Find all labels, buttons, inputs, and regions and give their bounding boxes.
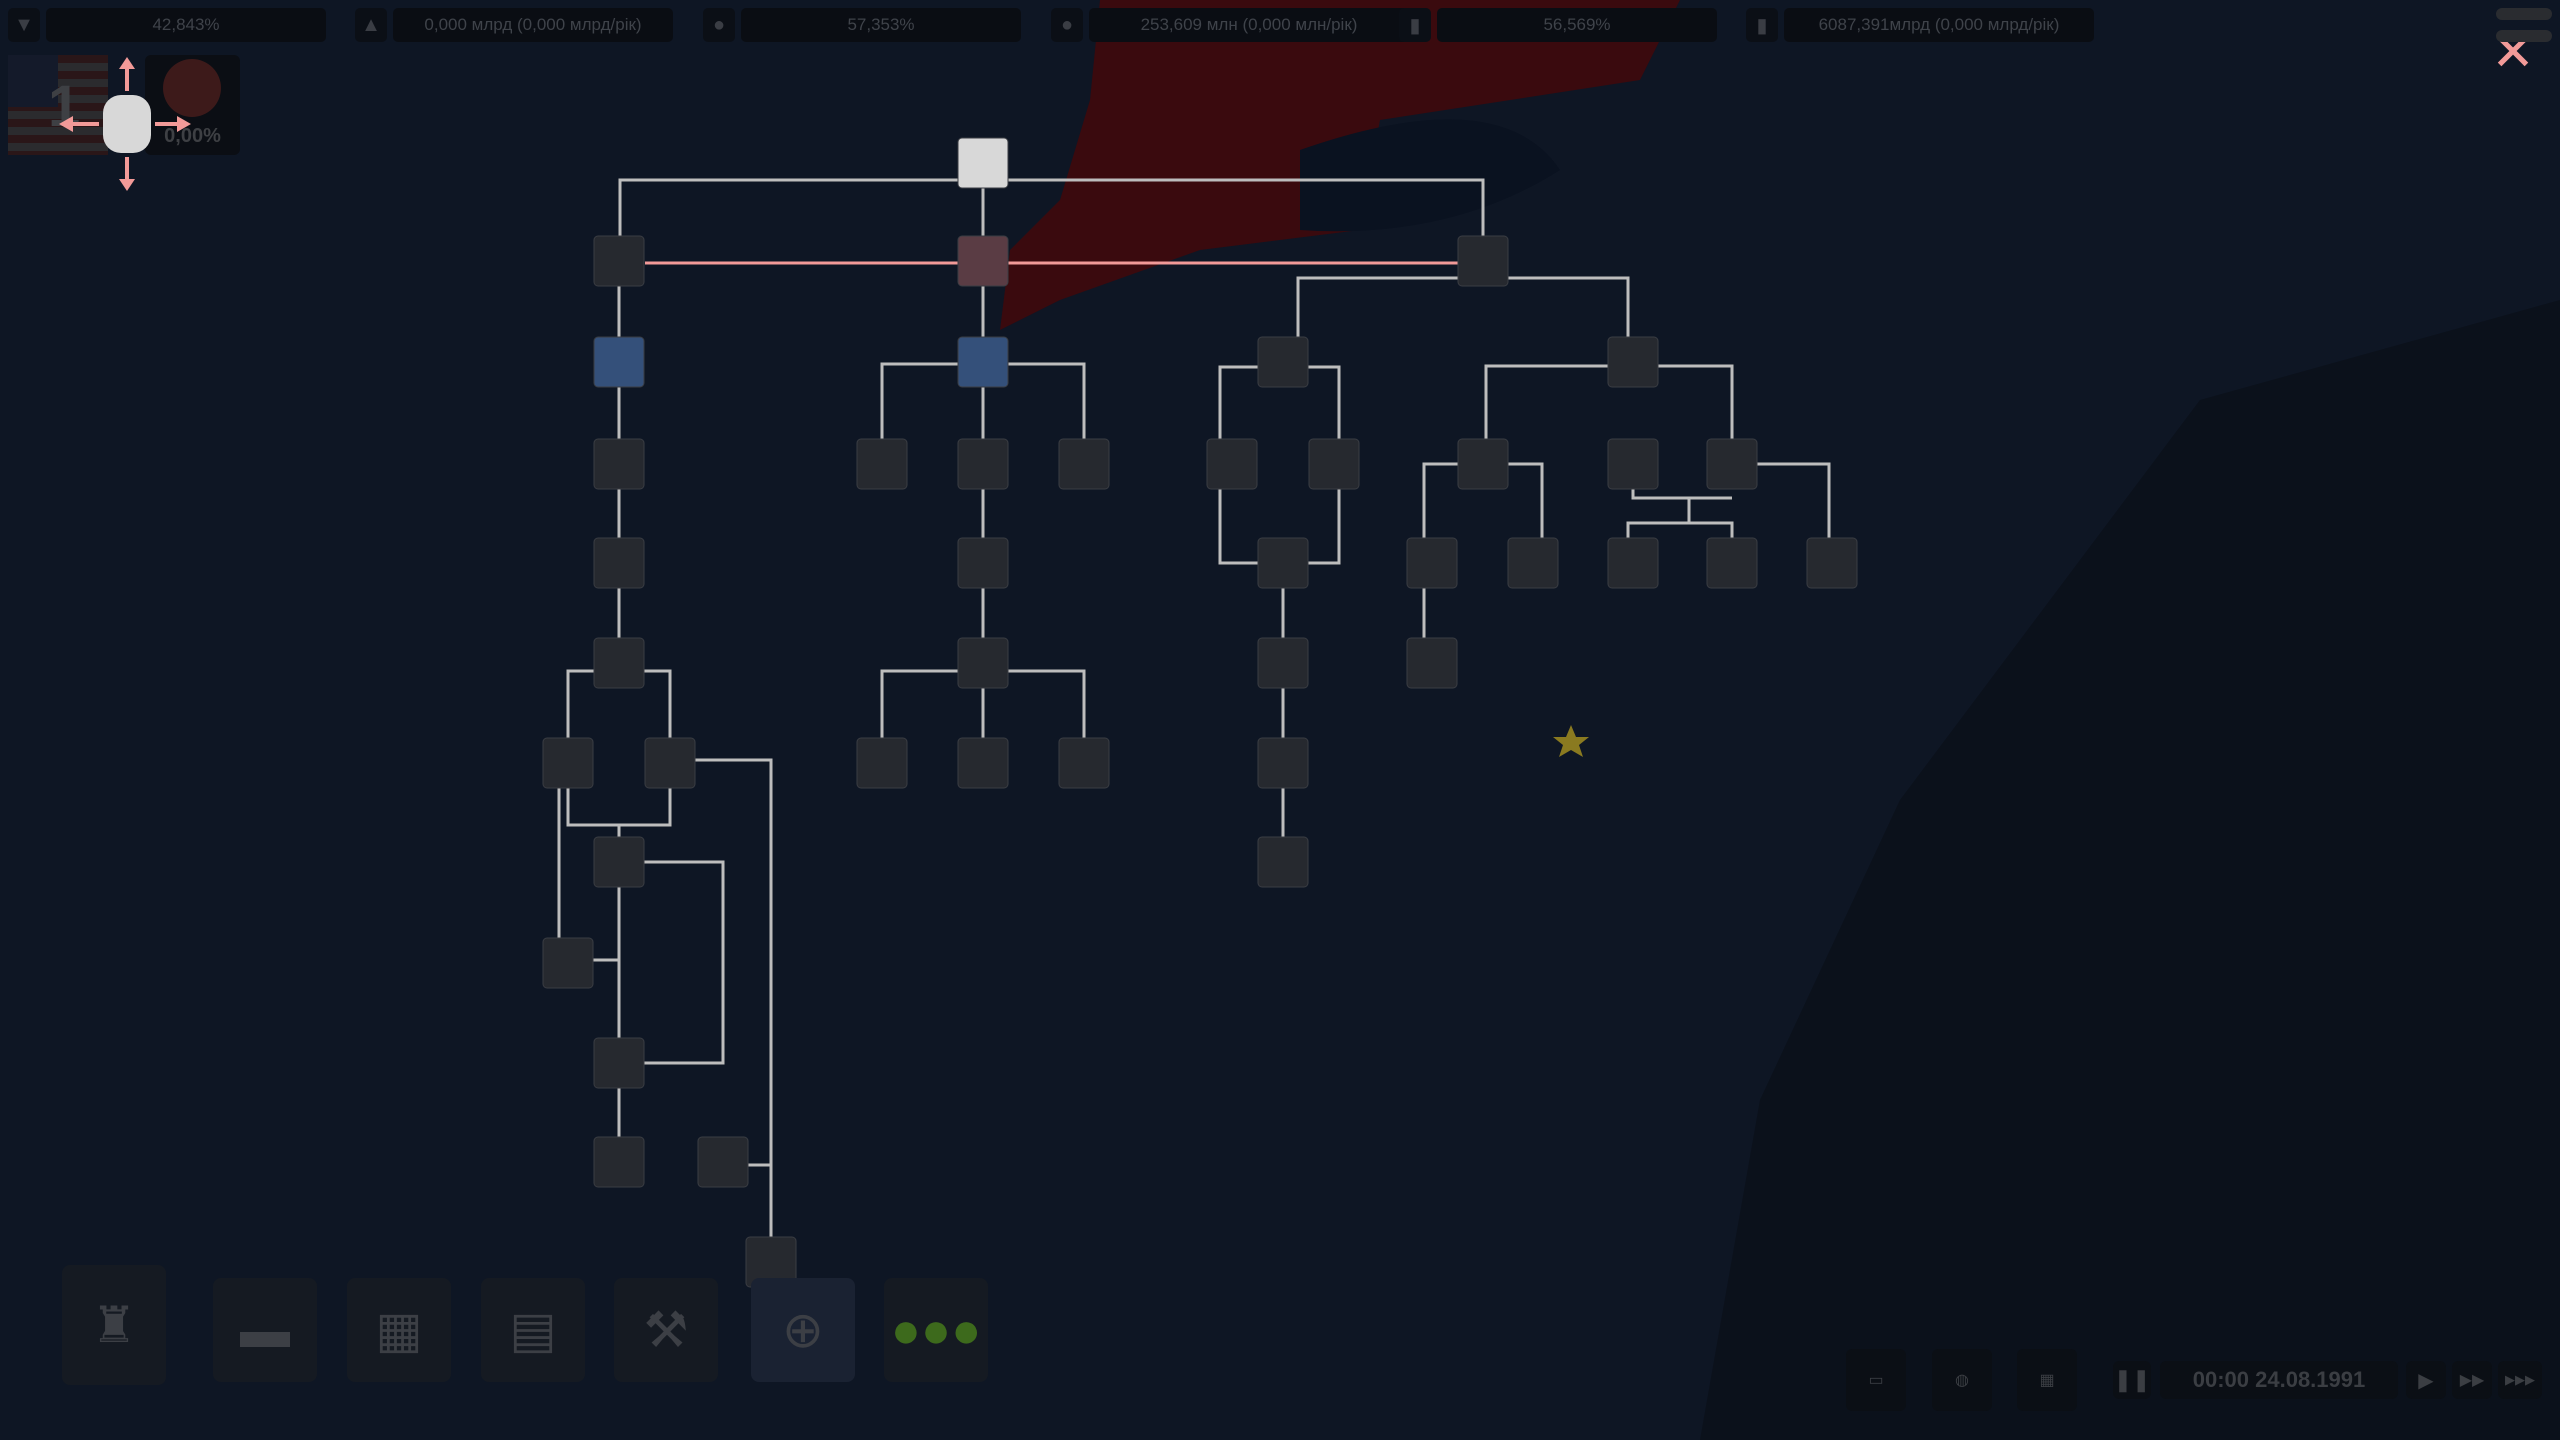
tech-tree-node[interactable] <box>1257 336 1309 388</box>
tech-tree-node[interactable] <box>957 537 1009 589</box>
leader-button[interactable]: ♜ <box>62 1265 166 1385</box>
tech-tree-node[interactable] <box>1058 737 1110 789</box>
map-button[interactable]: ▬ <box>213 1278 317 1382</box>
stat-population: ●253,609 млн (0,000 млн/рік) <box>1051 8 1409 42</box>
usa-map-icon: ▬ <box>240 1302 290 1358</box>
states-map-icon: ▦ <box>375 1302 423 1358</box>
tech-tree-node[interactable] <box>957 637 1009 689</box>
mood-panel: 0,00% <box>145 55 240 155</box>
tech-tree-node[interactable] <box>1607 336 1659 388</box>
tech-tree-node[interactable] <box>957 235 1009 287</box>
document-gavel-icon: ▤ <box>509 1302 557 1358</box>
hammer-icon: ⚒ <box>643 1302 689 1358</box>
tech-tree-node[interactable] <box>1257 836 1309 888</box>
world-view-button[interactable]: ◍ <box>1932 1349 1992 1411</box>
industry-icon: ▮ <box>1399 8 1431 42</box>
tech-tree-node[interactable] <box>957 336 1009 388</box>
tech-tree-node[interactable] <box>957 438 1009 490</box>
population-icon: ● <box>1051 8 1083 42</box>
tech-tree-node[interactable] <box>1257 637 1309 689</box>
tech-tree-node[interactable] <box>1706 537 1758 589</box>
build-button[interactable]: ⚒ <box>614 1278 718 1382</box>
tech-tree-node[interactable] <box>593 836 645 888</box>
tech-tree-node[interactable] <box>1457 235 1509 287</box>
mouse-drag-hint-icon <box>59 57 191 191</box>
tech-tree-node[interactable] <box>1607 537 1659 589</box>
fastest-button[interactable]: ▶▶▶ <box>2498 1361 2542 1399</box>
tech-tree-node[interactable] <box>1257 737 1309 789</box>
person-icon: ● <box>703 8 735 42</box>
pause-button[interactable]: ❚❚ <box>2113 1361 2151 1399</box>
tech-tree-node[interactable] <box>1457 438 1509 490</box>
game-datetime: 00:00 24.08.1991 <box>2160 1361 2398 1399</box>
fast-forward-button[interactable]: ▶▶ <box>2452 1361 2492 1399</box>
tech-tree-node[interactable] <box>593 537 645 589</box>
tech-tree-node[interactable] <box>1706 438 1758 490</box>
crosshair-icon: ⊕ <box>782 1302 824 1358</box>
usa-map-icon: ▦ <box>2039 1372 2055 1389</box>
population-button[interactable]: ●●● <box>884 1278 988 1382</box>
screen-toggle-button[interactable]: ▭ <box>1846 1349 1906 1411</box>
tech-tree-node[interactable] <box>542 737 594 789</box>
tech-tree-node[interactable] <box>856 737 908 789</box>
laws-button[interactable]: ▤ <box>481 1278 585 1382</box>
tech-tree-node[interactable] <box>1607 438 1659 490</box>
states-button[interactable]: ▦ <box>347 1278 451 1382</box>
tech-tree-node[interactable] <box>957 137 1009 189</box>
monitor-icon: ▭ <box>1868 1372 1884 1389</box>
country-rank: 1 <box>48 74 81 139</box>
tech-tree-node[interactable] <box>542 937 594 989</box>
play-button[interactable]: ▶ <box>2406 1361 2446 1399</box>
tech-tree-node[interactable] <box>593 438 645 490</box>
tech-tree-node[interactable] <box>1206 438 1258 490</box>
tech-tree-node[interactable] <box>593 235 645 287</box>
tech-tree-node[interactable] <box>593 1136 645 1188</box>
menu-button-2[interactable] <box>2496 30 2552 42</box>
angry-face-icon <box>163 59 221 117</box>
tech-tree-node[interactable] <box>856 438 908 490</box>
world-map-icon: ◍ <box>1955 1372 1969 1389</box>
tech-tree-node[interactable] <box>1308 438 1360 490</box>
tech-tree-node[interactable] <box>957 737 1009 789</box>
tech-tree-node[interactable] <box>1257 537 1309 589</box>
menu-button[interactable] <box>2496 8 2552 20</box>
stat-stability: ▼42,843% <box>8 8 326 42</box>
tech-tree-node[interactable] <box>1406 637 1458 689</box>
tech-tree-node[interactable] <box>593 637 645 689</box>
tech-tree-node[interactable] <box>1058 438 1110 490</box>
tech-tree-node[interactable] <box>1806 537 1858 589</box>
stat-budget: ▲0,000 млрд (0,000 млрд/рік) <box>355 8 673 42</box>
stat-industry: ▮56,569% <box>1399 8 1717 42</box>
tech-tree-links <box>557 163 1831 1262</box>
tech-tree-node[interactable] <box>593 1037 645 1089</box>
tech-tree-node[interactable] <box>1406 537 1458 589</box>
stat-gdp: ▮6087,391млрд (0,000 млрд/рік) <box>1746 8 2094 42</box>
tech-tree-node[interactable] <box>593 336 645 388</box>
stat-approval: ●57,353% <box>703 8 1021 42</box>
tech-tree-node[interactable] <box>644 737 696 789</box>
country-flag[interactable]: 1 <box>8 55 108 155</box>
military-button[interactable]: ⊕ <box>751 1278 855 1382</box>
shield-icon: ▼ <box>8 8 40 42</box>
capital-star-icon <box>1553 725 1589 757</box>
people-icon: ●●● <box>890 1302 982 1358</box>
lake-region <box>1300 119 1560 232</box>
money-pile-icon: ▲ <box>355 8 387 42</box>
tech-tree-node[interactable] <box>1507 537 1559 589</box>
country-view-button[interactable]: ▦ <box>2017 1349 2077 1411</box>
leader-icon: ♜ <box>91 1297 137 1353</box>
coast-region <box>1700 300 2560 1440</box>
tech-tree-node[interactable] <box>697 1136 749 1188</box>
factory-icon: ▮ <box>1746 8 1778 42</box>
